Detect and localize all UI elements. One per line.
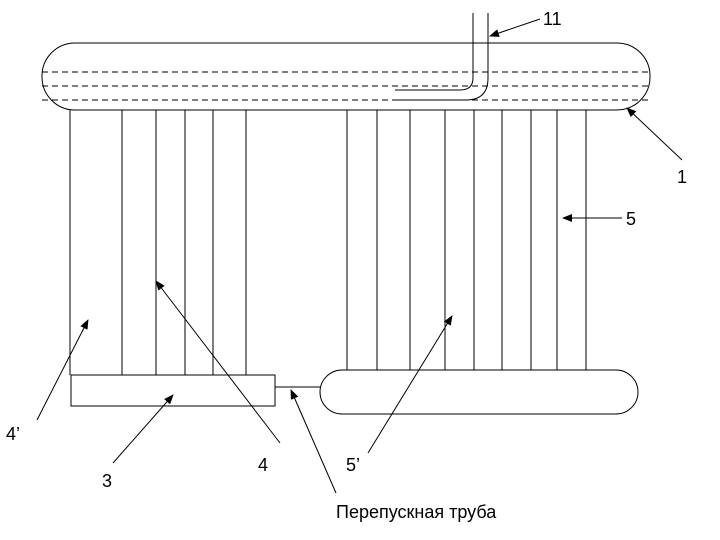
lower-left-collector [70,374,276,407]
label-3: 3 [102,471,112,491]
right-tube-bank [346,110,587,370]
leader-arrows [36,18,683,494]
feed-pipe [395,13,489,101]
label-4: 4 [258,455,268,475]
label-5: 5 [626,209,636,229]
lower-right-drum [319,369,639,415]
left-tube-bank [69,110,247,375]
label-11: 11 [543,9,562,29]
label-5-prime: 5’ [346,455,360,475]
label-1: 1 [677,167,687,187]
label-4-prime: 4’ [6,424,20,444]
upper-drum [41,42,651,111]
bypass-pipe-label: Перепускная труба [336,502,497,522]
